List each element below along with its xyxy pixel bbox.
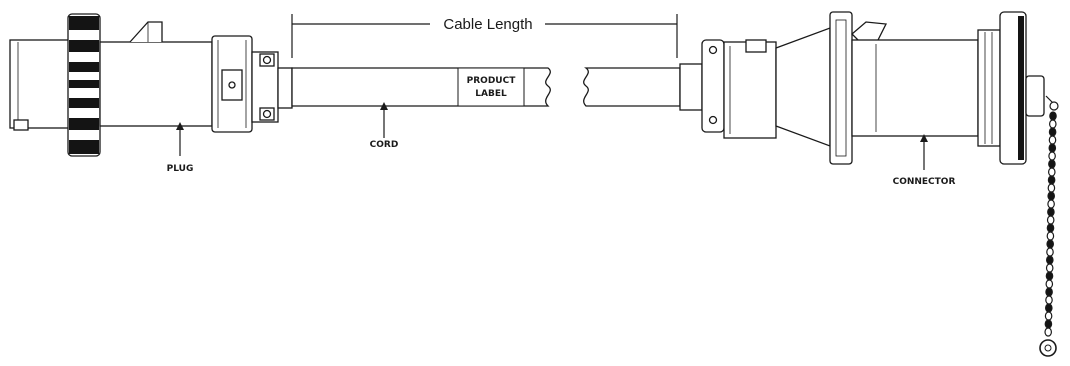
chain-bead	[1047, 191, 1056, 201]
plug-grip-bands	[69, 16, 99, 154]
cord-right-segment	[583, 67, 681, 107]
plug-rear-body	[9, 39, 71, 129]
chain-bead	[1046, 223, 1055, 233]
connector-cap-tab	[1025, 75, 1045, 117]
chain-bead	[1045, 271, 1054, 281]
chain-bead	[1046, 247, 1054, 257]
plug	[9, 13, 293, 157]
chain-bead	[1044, 319, 1053, 329]
plug-main-body	[99, 41, 213, 127]
chain-bead	[1049, 119, 1057, 129]
chain-bead	[1044, 327, 1053, 337]
chain-bead	[1046, 215, 1055, 225]
chain-bead	[1048, 143, 1057, 153]
chain-bead	[1047, 199, 1055, 209]
chain-bead	[1045, 287, 1053, 297]
chain-bead	[1048, 167, 1056, 177]
plug-label: PLUG	[167, 164, 194, 174]
chain-bead	[1048, 127, 1057, 137]
cord-left-segment	[291, 67, 551, 107]
chain-bead	[1048, 135, 1057, 145]
chain-bead	[1045, 295, 1053, 305]
connector-label: CONNECTOR	[893, 177, 956, 187]
cable-length-dimension	[291, 14, 678, 58]
chain-bead	[1044, 311, 1053, 321]
chain-bead	[1047, 207, 1055, 217]
connector-cap-chain	[1039, 95, 1059, 357]
connector-main-body	[851, 39, 979, 137]
connector-tapered-body	[775, 27, 831, 147]
chain-bead	[1049, 111, 1057, 121]
chain-bead	[1045, 303, 1053, 313]
leader-lines	[176, 102, 928, 170]
chain-bead	[1046, 255, 1054, 265]
chain-bead	[1047, 183, 1056, 193]
connector	[679, 11, 1045, 165]
product-label-line2: LABEL	[475, 89, 507, 99]
chain-bead	[1048, 159, 1056, 169]
product-label-line1: PRODUCT	[467, 76, 517, 86]
plug-latch	[129, 21, 163, 43]
connector-cord-clamp	[679, 63, 703, 111]
product-label-box	[457, 67, 525, 107]
chain-bead	[1046, 231, 1055, 241]
chain-bead	[1048, 151, 1056, 161]
connector-end-ring-ridges	[1018, 16, 1024, 160]
connector-lid-hinge	[851, 21, 888, 43]
cord-label: CORD	[370, 140, 399, 150]
cable-length-label: Cable Length	[443, 16, 532, 33]
connector-collar	[977, 29, 1001, 147]
chain-bead	[1045, 279, 1054, 289]
chain-bead	[1046, 239, 1055, 249]
chain-bead	[1047, 175, 1056, 185]
chain-bead	[1045, 263, 1054, 273]
